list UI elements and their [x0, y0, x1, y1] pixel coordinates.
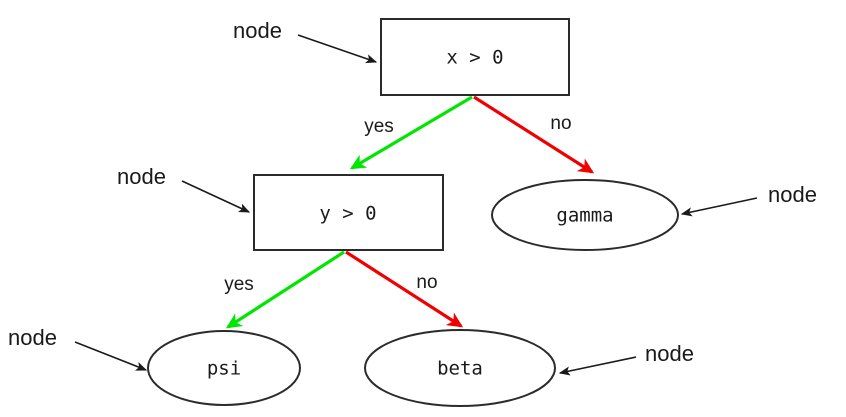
decision-node-second-label: y > 0: [319, 203, 376, 225]
decision-node-second[interactable]: y > 0: [253, 174, 444, 251]
leaf-node-beta-ellipse[interactable]: [364, 329, 556, 407]
edge-root-no-line: [473, 95, 595, 174]
edge-labels: yes no yes no: [224, 113, 571, 295]
annotation-leader-root: [297, 34, 378, 64]
annotation-label-root: node: [233, 18, 282, 43]
decision-node-root-label: x > 0: [446, 47, 503, 69]
annotation-leaders: [74, 34, 758, 376]
edge-label-second-no: no: [416, 272, 437, 293]
annotation-leader-psi: [74, 341, 148, 371]
edge-label-root-no: no: [550, 113, 571, 134]
annotation-label-gamma: node: [768, 182, 817, 207]
annotation-label-second: node: [117, 164, 166, 189]
edge-label-second-yes: yes: [224, 274, 254, 295]
annotation-labels: node node node node node: [8, 18, 817, 366]
branch-edges: [225, 95, 595, 329]
leaf-node-beta-label: beta: [437, 358, 483, 380]
leaf-node-psi-ellipse[interactable]: [147, 330, 301, 406]
leaf-node-gamma-ellipse[interactable]: [491, 179, 679, 251]
decision-node-root[interactable]: x > 0: [380, 18, 570, 96]
annotation-label-beta: node: [645, 341, 694, 366]
leaf-node-psi[interactable]: psi: [147, 330, 301, 406]
annotation-leader-gamma: [680, 197, 758, 217]
annotation-leader-beta: [558, 356, 637, 376]
annotation-leader-second: [181, 180, 251, 213]
edge-label-root-yes: yes: [364, 116, 394, 137]
edge-root-yes-line: [349, 95, 473, 170]
leaf-node-psi-label: psi: [207, 358, 241, 380]
leaf-node-gamma-label: gamma: [556, 205, 613, 227]
annotation-label-psi: node: [8, 325, 57, 350]
decision-node-second-box[interactable]: [253, 174, 444, 251]
leaf-node-gamma[interactable]: gamma: [491, 179, 679, 251]
edge-second-yes-line: [225, 250, 345, 329]
edge-second-no-line: [345, 250, 464, 328]
decision-node-root-box[interactable]: [380, 18, 570, 96]
leaf-node-beta[interactable]: beta: [364, 329, 556, 407]
